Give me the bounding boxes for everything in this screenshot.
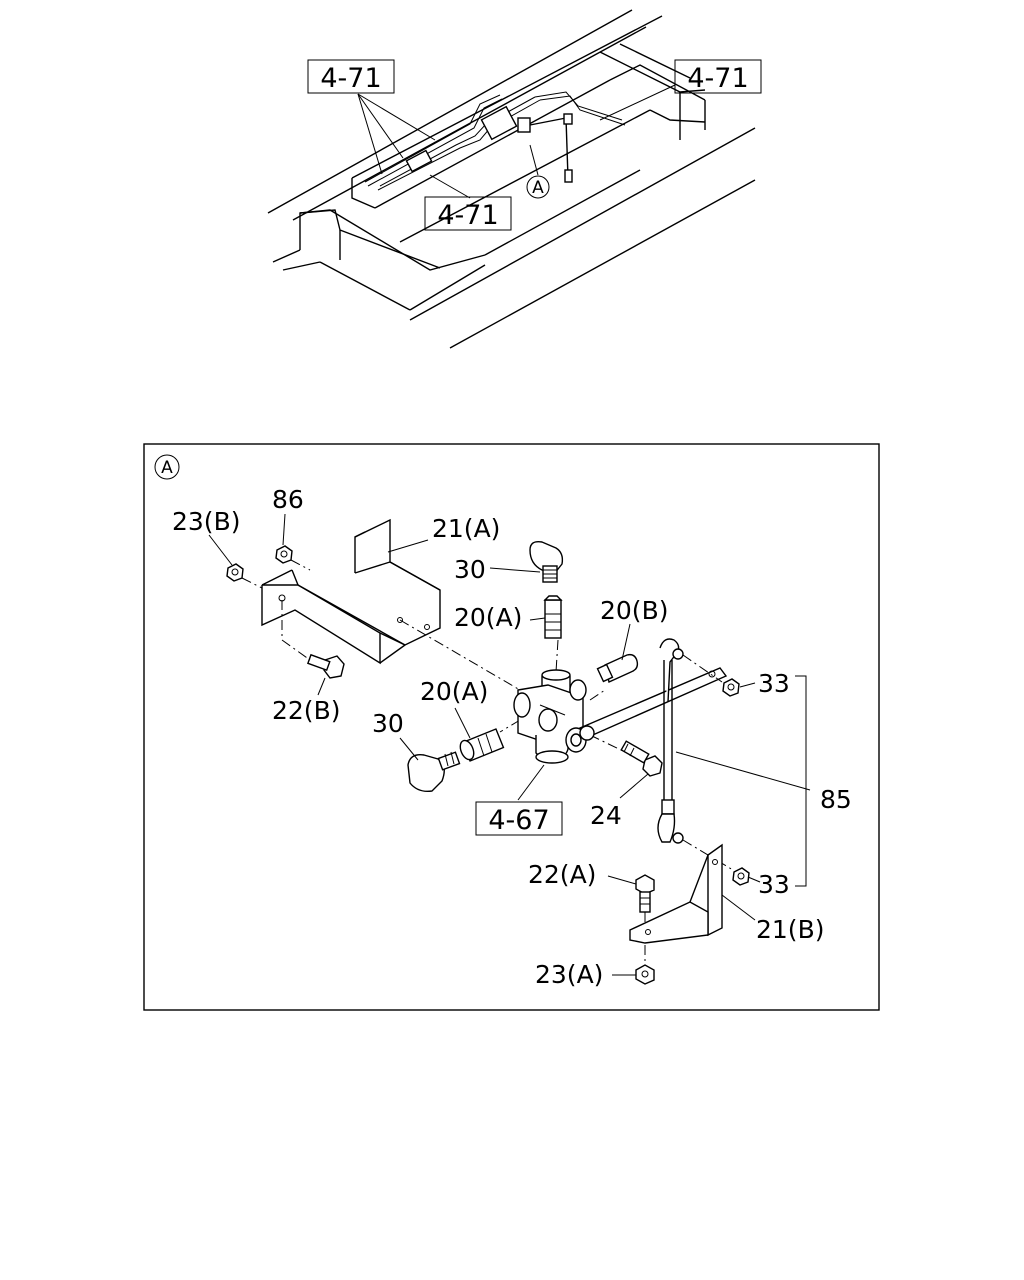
detail-view-a: A [143, 443, 880, 1011]
label-20b: 20(B) [600, 596, 668, 625]
ref-box-4-71-left: 4-71 [320, 63, 381, 94]
label-20a-mid: 20(A) [420, 677, 488, 706]
detail-view-marker: A [161, 458, 173, 478]
label-86: 86 [272, 485, 304, 514]
label-22b: 22(B) [272, 696, 340, 725]
label-21a: 21(A) [432, 514, 500, 543]
ref-box-4-71-bottom: 4-71 [437, 200, 498, 231]
label-21b: 21(B) [756, 915, 824, 944]
callout-a-marker: A [532, 178, 544, 198]
label-20a-top: 20(A) [454, 603, 522, 632]
ref-box-4-67: 4-67 [488, 805, 549, 836]
label-33-top: 33 [758, 669, 790, 698]
label-22a: 22(A) [528, 860, 596, 889]
label-24: 24 [590, 801, 622, 830]
label-33-bottom: 33 [758, 870, 790, 899]
label-23a: 23(A) [535, 960, 603, 989]
label-30-bottom: 30 [372, 709, 404, 738]
label-23b: 23(B) [172, 507, 240, 536]
ref-box-4-71-right: 4-71 [687, 63, 748, 94]
chassis-overview: 4-71 4-71 4-71 A [267, 9, 762, 349]
label-30-top: 30 [454, 555, 486, 584]
label-85: 85 [820, 785, 852, 814]
